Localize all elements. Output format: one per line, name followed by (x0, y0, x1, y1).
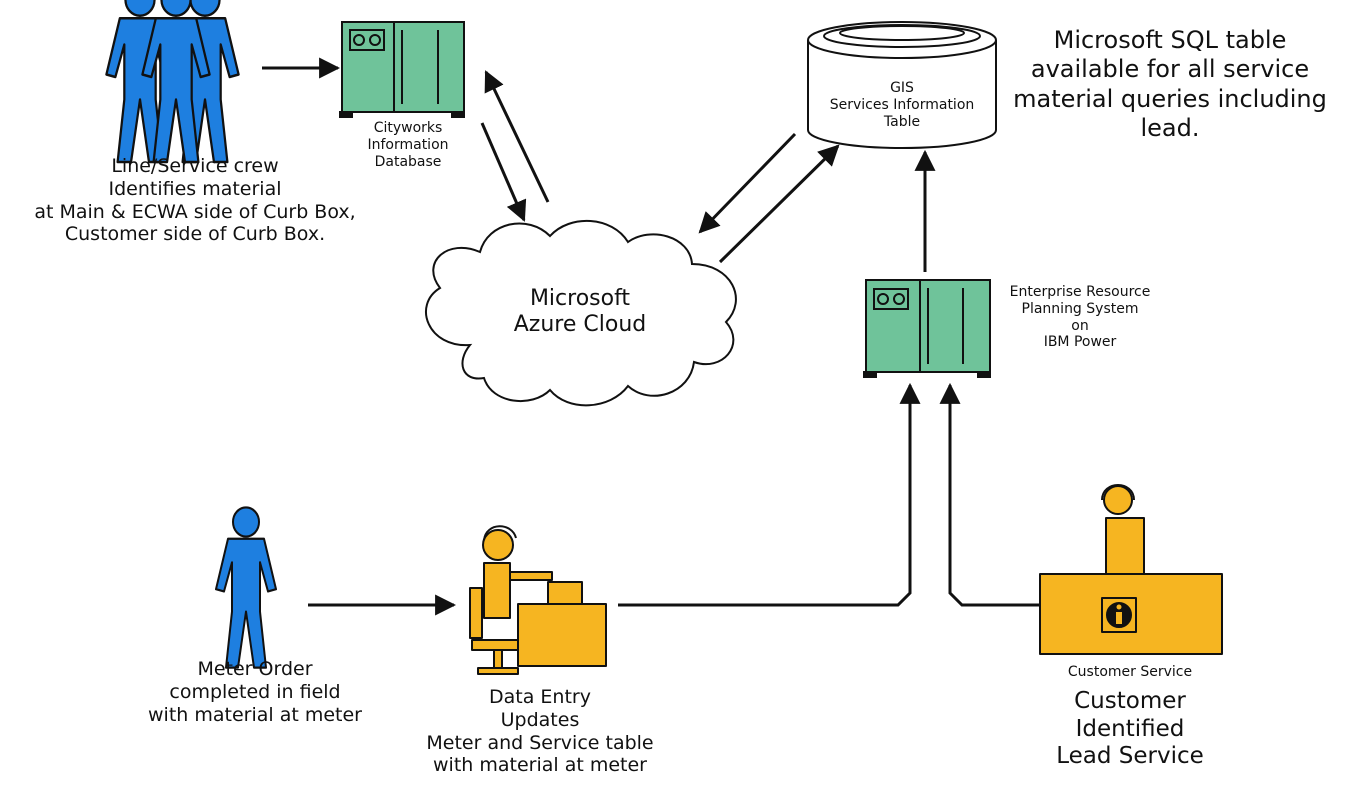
data-entry-label-line-2: Updates (500, 708, 580, 731)
arrow-cloud-to-cityworks (484, 70, 550, 203)
people-group-icon (105, 0, 240, 164)
cloud-label: Microsoft Azure Cloud (480, 286, 680, 339)
data-entry-label-line-4: with material at meter (433, 754, 647, 777)
meter-label-line-1: Meter Order (197, 658, 313, 680)
erp-label-line-1: Enterprise Resource (1009, 284, 1151, 300)
person-icon (214, 506, 278, 669)
data-entry-label: Data Entry Updates Meter and Service tab… (400, 686, 680, 777)
sql-note-line-1: Microsoft SQL table (1053, 26, 1287, 54)
data-entry-label-line-3: Meter and Service table (426, 731, 654, 754)
erp-label: Enterprise Resource Planning System on I… (1000, 284, 1160, 351)
customer-service-caption-text: Customer Service (1067, 664, 1193, 680)
erp-server-icon (863, 279, 991, 378)
crew-label-line-4: Customer side of Curb Box. (64, 223, 326, 246)
info-desk-icon (1039, 484, 1223, 655)
cloud-label-line-1: Microsoft (529, 286, 631, 311)
erp-label-line-4: IBM Power (1043, 334, 1117, 351)
desk-operator-icon (469, 525, 607, 675)
cityworks-label-line-2: Information (367, 136, 449, 153)
gis-label: GIS Services Information Table (812, 80, 992, 130)
meter-label: Meter Order completed in field with mate… (130, 658, 380, 726)
arrow-customer-service-to-erp (939, 382, 1044, 607)
sql-note-line-4: lead. (1140, 113, 1200, 142)
gis-label-line-3: Table (883, 113, 921, 130)
meter-label-line-2: completed in field (169, 680, 341, 703)
crew-label-line-2: Identifies material (108, 177, 282, 200)
cityworks-label: Cityworks Information Database (348, 120, 468, 170)
meter-label-line-3: with material at meter (148, 703, 362, 726)
crew-label-line-1: Line/Service crew (111, 155, 279, 177)
database-cylinder-icon (807, 21, 997, 149)
sql-note-line-3: material queries including (1013, 84, 1327, 113)
arrow-cityworks-to-cloud (480, 122, 527, 222)
gis-label-line-2: Services Information (829, 96, 975, 113)
crew-label-line-3: at Main & ECWA side of Curb Box, (34, 200, 356, 223)
gis-label-line-1: GIS (890, 80, 914, 96)
sql-note-line-2: available for all service (1030, 55, 1310, 84)
arrow-data-entry-to-erp (618, 382, 921, 607)
erp-label-line-2: Planning System (1021, 300, 1139, 317)
customer-service-label: Customer Identified Lead Service (1030, 688, 1230, 771)
cloud-icon (425, 219, 737, 407)
customer-service-label-line-2: Identified (1075, 715, 1185, 742)
data-entry-label-line-1: Data Entry (489, 686, 591, 708)
cloud-label-line-2: Azure Cloud (513, 312, 647, 338)
customer-service-label-line-3: Lead Service (1056, 743, 1204, 770)
arrow-gis-to-cloud (698, 132, 797, 234)
customer-service-label-line-1: Customer (1074, 688, 1186, 714)
crew-label: Line/Service crew Identifies material at… (10, 155, 380, 246)
arrow-cloud-to-gis (718, 144, 840, 264)
customer-service-caption: Customer Service (1040, 664, 1220, 681)
cityworks-server-icon (339, 21, 465, 118)
cityworks-label-line-3: Database (374, 153, 442, 170)
sql-note: Microsoft SQL table available for all se… (1000, 26, 1340, 143)
cityworks-label-line-1: Cityworks (373, 120, 443, 136)
erp-label-line-3: on (1071, 317, 1089, 334)
